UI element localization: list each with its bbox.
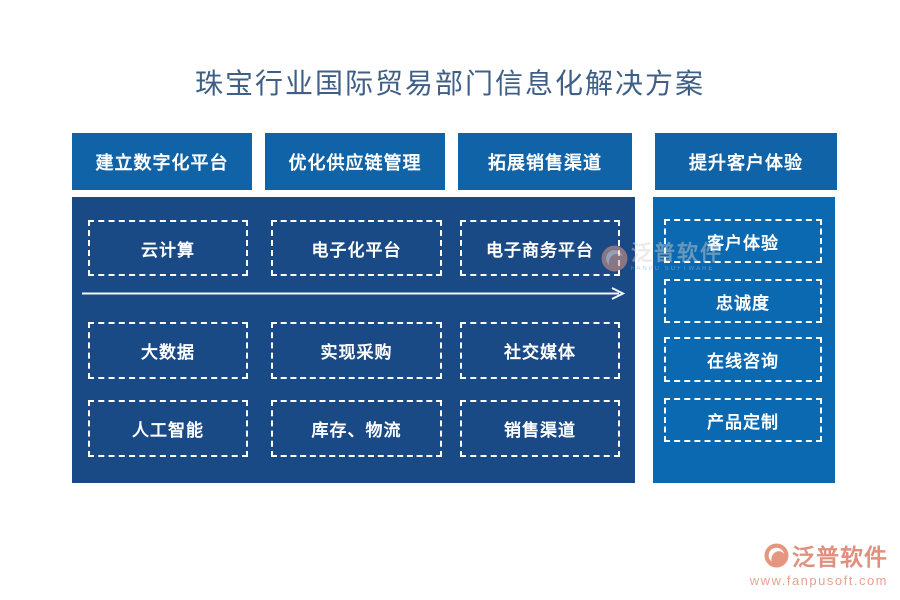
footer-logo: 泛普软件 www.fanpusoft.com: [750, 538, 888, 588]
node-label: 社交媒体: [504, 343, 576, 362]
node-label: 客户体验: [707, 233, 779, 253]
customer-experience-panel: 客户体验 忠诚度 在线咨询 产品定制: [653, 197, 835, 483]
pillar-label: 提升客户体验: [689, 152, 803, 173]
fanpu-logo-icon: [764, 543, 789, 567]
node-label: 在线咨询: [707, 352, 779, 371]
pillar-build-digital-platform: 建立数字化平台: [72, 133, 252, 190]
node-label: 大数据: [141, 343, 195, 362]
node-artificial-intelligence: 人工智能: [88, 400, 248, 457]
pillar-expand-sales-channels: 拓展销售渠道: [458, 133, 632, 190]
node-sales-channel: 销售渠道: [460, 400, 620, 457]
node-big-data: 大数据: [88, 322, 248, 379]
node-label: 云计算: [141, 240, 195, 260]
node-loyalty: 忠诚度: [664, 279, 822, 323]
node-social-media: 社交媒体: [460, 322, 620, 379]
node-label: 产品定制: [707, 412, 779, 432]
brand-row: 泛普软件: [750, 538, 888, 572]
node-inventory-logistics: 库存、物流: [271, 400, 442, 457]
node-label: 销售渠道: [504, 421, 576, 440]
digitalization-panel: 云计算 电子化平台 电子商务平台 大数据 实现采购 社交媒体 人工智能 库存、物…: [72, 197, 635, 483]
flow-arrow: [82, 287, 626, 300]
node-ecommerce-platform: 电子商务平台: [460, 220, 620, 276]
node-label: 忠诚度: [716, 293, 770, 313]
pillar-improve-customer-experience: 提升客户体验: [655, 133, 837, 190]
brand-name: 泛普软件: [792, 545, 888, 570]
page-title: 珠宝行业国际贸易部门信息化解决方案: [194, 69, 705, 100]
brand-url: www.fanpusoft.com: [749, 573, 888, 588]
pillar-label: 建立数字化平台: [95, 152, 229, 173]
node-product-customization: 产品定制: [664, 398, 822, 442]
node-electronic-platform: 电子化平台: [271, 220, 442, 276]
pillar-label: 优化供应链管理: [288, 152, 422, 173]
node-online-consultation: 在线咨询: [664, 337, 822, 382]
node-label: 电子化平台: [311, 240, 402, 260]
node-procurement: 实现采购: [271, 322, 442, 379]
pillar-optimize-supply-chain: 优化供应链管理: [265, 133, 445, 190]
node-label: 实现采购: [320, 343, 393, 362]
node-label: 人工智能: [132, 421, 204, 440]
node-customer-experience: 客户体验: [664, 219, 822, 263]
pillar-label: 拓展销售渠道: [488, 152, 602, 173]
node-cloud-computing: 云计算: [88, 220, 248, 276]
node-label: 电子商务平台: [486, 240, 594, 260]
node-label: 库存、物流: [311, 421, 402, 440]
